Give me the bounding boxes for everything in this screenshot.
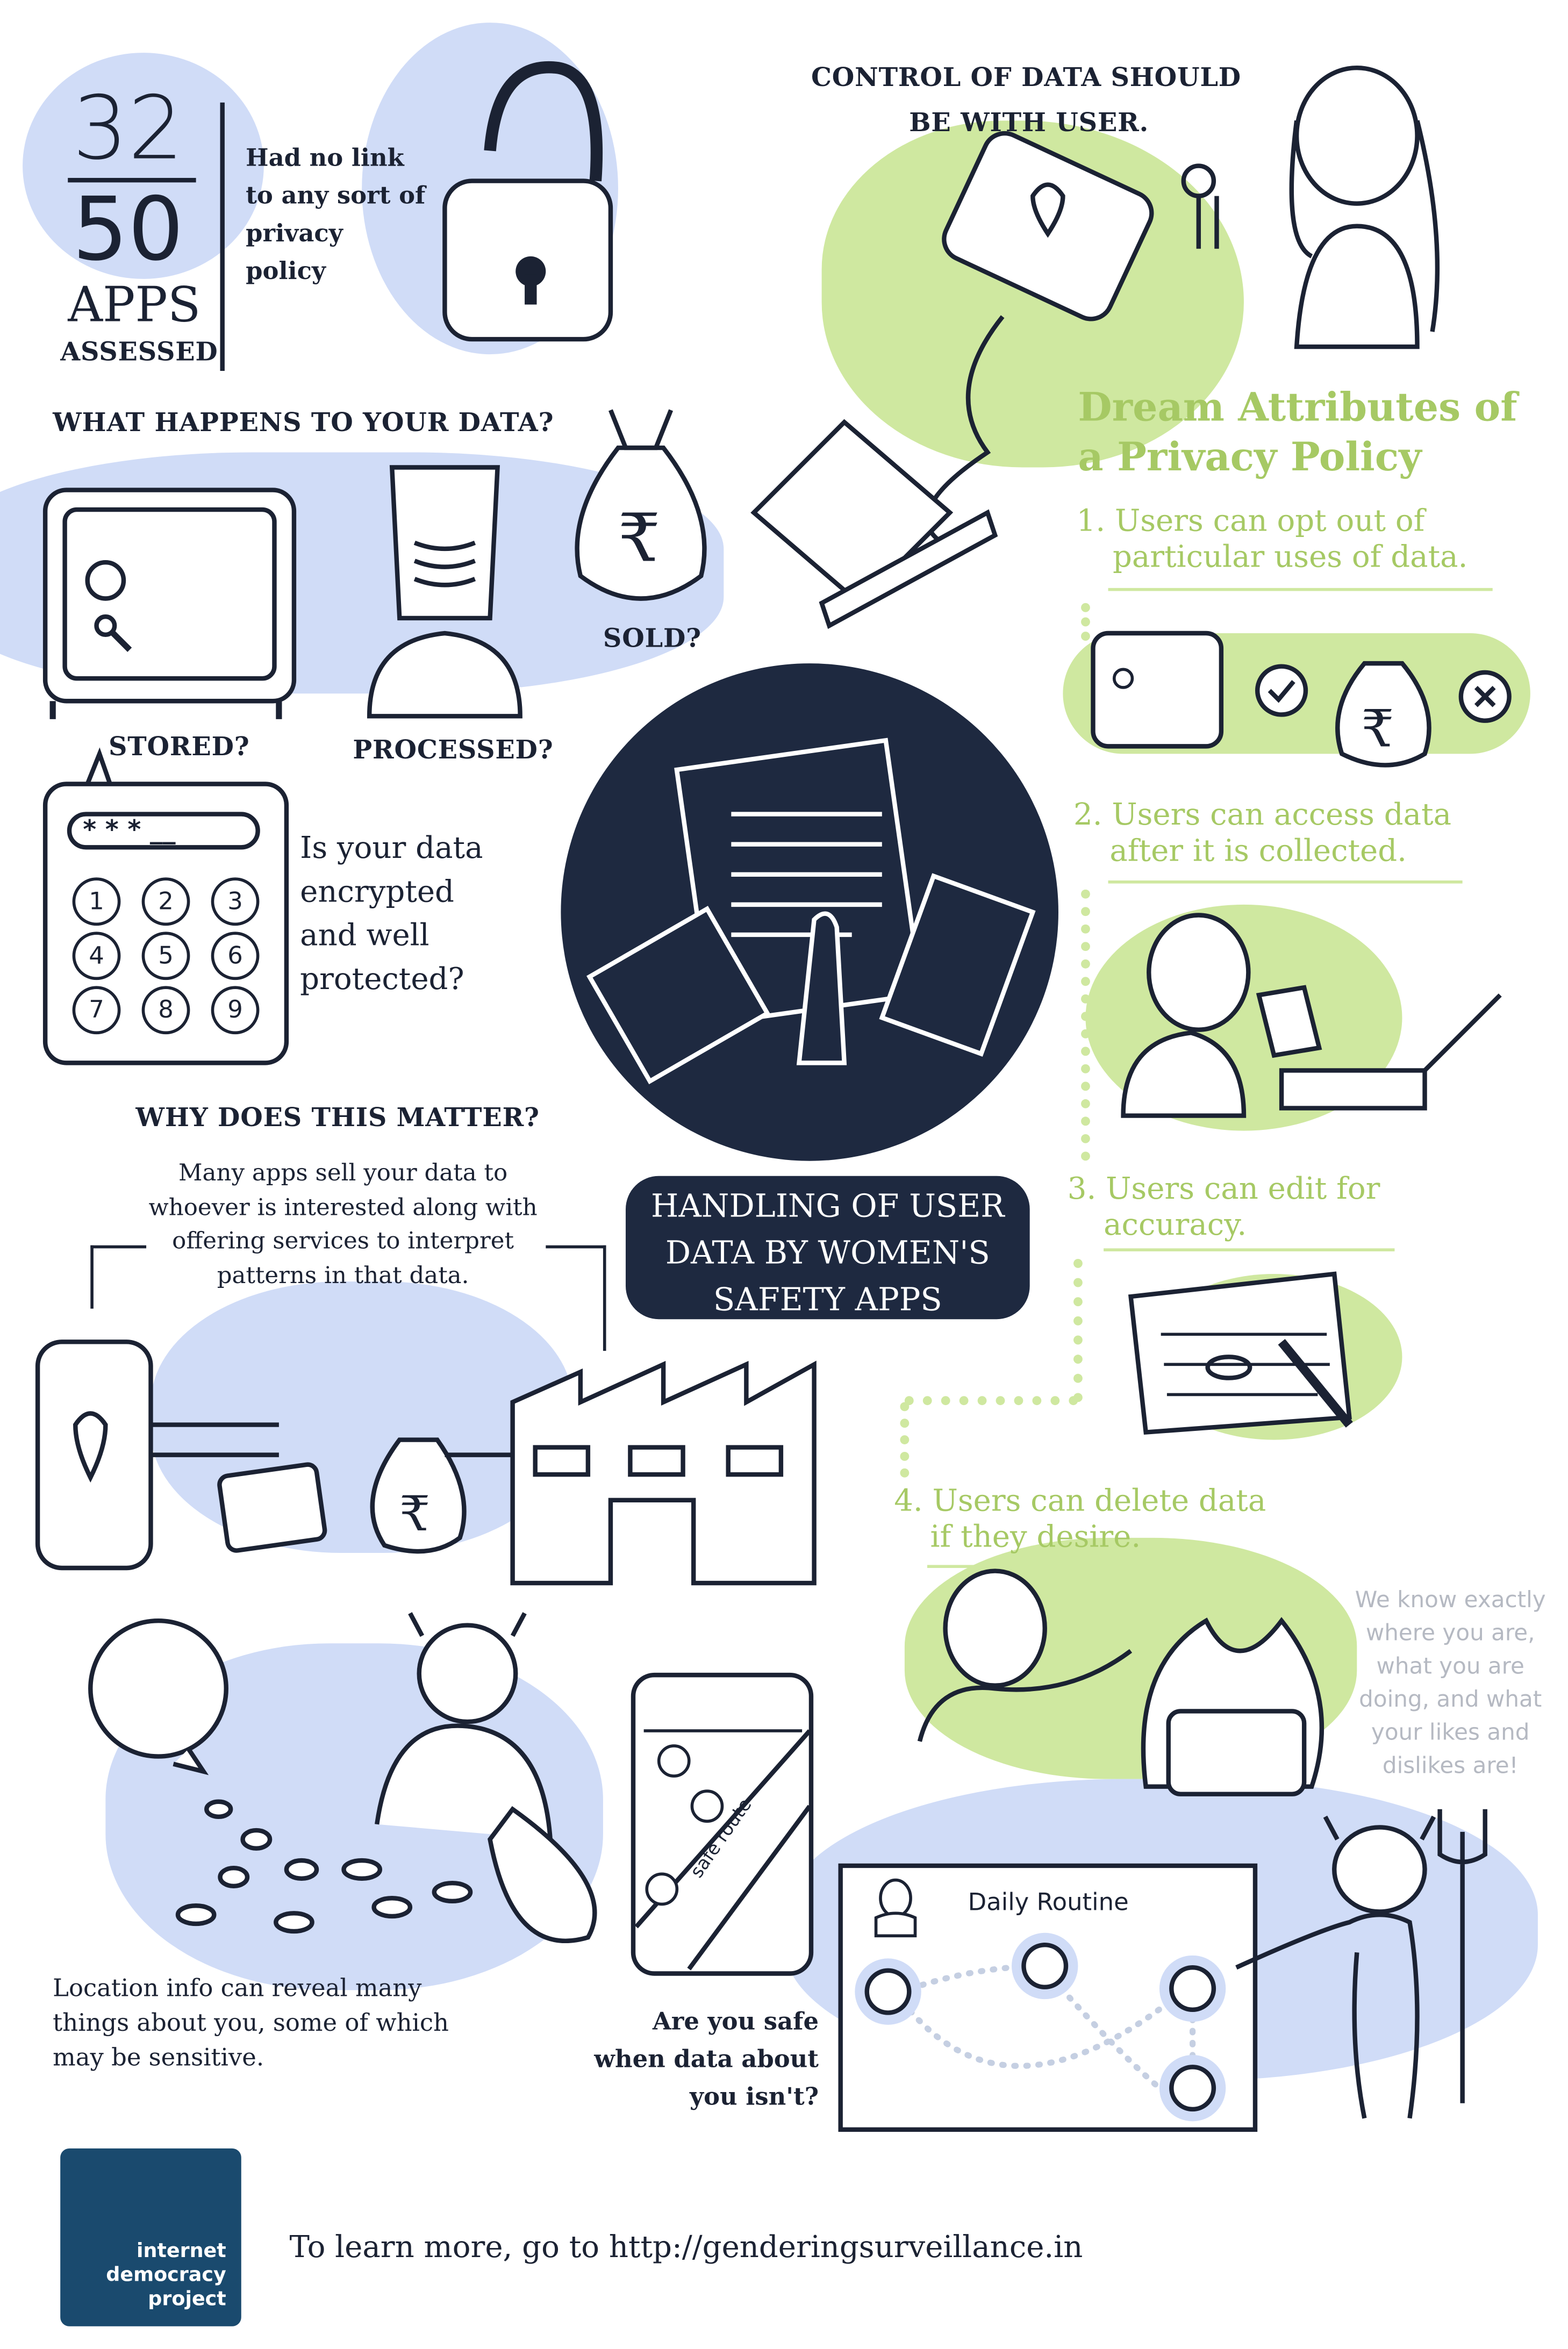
dotted-connector	[900, 1402, 910, 1478]
underline	[1108, 880, 1463, 884]
dream-item-1: 1. Users can opt out of particular uses …	[1077, 502, 1468, 575]
phone-and-laptop-illustration	[750, 131, 1219, 629]
assessed-label: ASSESSED	[60, 338, 218, 368]
learn-more-link[interactable]: To learn more, go to http://genderingsur…	[289, 2228, 1083, 2265]
stat-denominator: 50	[72, 177, 184, 281]
dream-item-3-line2: accuracy.	[1104, 1206, 1247, 1243]
dotted-connector	[1081, 603, 1090, 641]
devil-pointing-illustration	[1235, 1809, 1487, 2119]
apps-label: APPS	[68, 276, 201, 333]
control-title-line2: BE WITH USER.	[909, 108, 1149, 139]
routine-path-illustration	[855, 1878, 1226, 2122]
underline	[927, 1565, 1282, 1568]
encryption-question: Is your data encrypted and well protecte…	[300, 829, 483, 997]
keypad-key-6[interactable]: 6	[211, 932, 260, 980]
woman-holding-keys-illustration	[1289, 66, 1440, 349]
sold-label: SOLD?	[603, 624, 701, 655]
processed-label: PROCESSED?	[353, 735, 554, 766]
center-title-line3: SAFETY APPS	[713, 1281, 942, 1318]
devil-quote: We know exactly where you are, what you …	[1355, 1586, 1546, 1779]
why-text: Many apps sell your data to whoever is i…	[148, 1159, 538, 1288]
center-title-line1: HANDLING OF USER	[651, 1188, 1005, 1224]
keypad-key-5[interactable]: 5	[141, 932, 190, 980]
dream-item-2-line2: after it is collected.	[1109, 832, 1407, 869]
center-title: HANDLING OF USER DATA BY WOMEN'S SAFETY …	[626, 1184, 1030, 1324]
dotted-connector	[1081, 889, 1090, 1161]
padlock-icon	[442, 61, 613, 342]
stat-description: Had no link to any sort of privacy polic…	[246, 143, 426, 285]
stored-label: STORED?	[108, 733, 250, 763]
dream-title-line1: Dream Attributes of	[1078, 386, 1517, 432]
keypad-key-8[interactable]: 8	[141, 986, 190, 1035]
logo-line3: project	[148, 2288, 226, 2311]
center-title-box	[625, 1176, 1030, 1320]
dream-item-2: 2. Users can access data after it is col…	[1073, 796, 1451, 869]
safe-question-line1: Are you safe	[652, 2007, 819, 2036]
divider	[220, 102, 225, 371]
safe-question: Are you safe when data about you isn't?	[558, 2002, 819, 2115]
why-title: WHY DOES THIS MATTER?	[135, 1104, 540, 1134]
bracket	[546, 1245, 606, 1351]
what-happens-title: WHAT HAPPENS TO YOUR DATA?	[53, 409, 554, 439]
dream-item-1-line1: 1. Users can opt out of	[1076, 502, 1425, 539]
svg-text:₹: ₹	[1362, 699, 1394, 758]
center-title-line2: DATA BY WOMEN'S	[665, 1235, 990, 1271]
dream-title-line2: a Privacy Policy	[1078, 435, 1422, 481]
bracket	[90, 1245, 147, 1309]
woman-burning-data-illustration	[917, 1569, 1324, 1796]
logo-line2: democracy	[106, 2264, 226, 2287]
data-selling-illustration: ₹	[35, 1340, 817, 1586]
daily-routine-title: Daily Routine	[968, 1887, 1129, 1916]
devil-stealing-data-illustration	[88, 1612, 597, 1944]
dream-item-4: 4. Users can delete data if they desire.	[894, 1482, 1266, 1555]
svg-text:₹: ₹	[618, 499, 661, 577]
idp-logo-text: internet democracy project	[60, 2240, 226, 2313]
dotted-connector	[1073, 1259, 1083, 1402]
control-title-line1: CONTROL OF DATA SHOULD	[811, 63, 1242, 94]
logo-line1: internet	[136, 2240, 226, 2264]
keypad-key-1[interactable]: 1	[72, 877, 121, 926]
keypad-key-3[interactable]: 3	[211, 877, 260, 926]
dotted-connector	[904, 1396, 1078, 1406]
keypad-key-7[interactable]: 7	[72, 986, 121, 1035]
idp-logo[interactable]	[60, 2148, 241, 2326]
keypad-key-9[interactable]: 9	[211, 986, 260, 1035]
underline	[1104, 1248, 1395, 1251]
fraction-bar	[68, 177, 196, 183]
editing-document-illustration	[1128, 1271, 1353, 1435]
safe-route-phone-illustration	[631, 1672, 814, 1976]
dream-item-3: 3. Users can edit for accuracy.	[1068, 1170, 1380, 1243]
keypad-key-4[interactable]: 4	[72, 932, 121, 980]
dream-item-1-line2: particular uses of data.	[1112, 538, 1468, 575]
location-pin-icon	[855, 1932, 1226, 2122]
dream-item-4-line2: if they desire.	[930, 1518, 1141, 1555]
dream-item-4-line1: 4. Users can delete data	[894, 1482, 1266, 1519]
processing-figure-icon	[367, 465, 522, 719]
dream-item-2-line1: 2. Users can access data	[1073, 796, 1452, 833]
location-text: Location info can reveal many things abo…	[53, 1973, 449, 2072]
documents-illustration	[586, 737, 1036, 1085]
woman-reading-data-illustration	[1121, 913, 1502, 1118]
underline	[1108, 588, 1493, 591]
money-bag-icon: ₹	[575, 409, 707, 601]
safe-question-line3: you isn't?	[690, 2082, 819, 2111]
safe-question-line2: when data about	[594, 2044, 819, 2073]
dream-title: Dream Attributes of a Privacy Policy	[1078, 384, 1517, 484]
password-display: * * * __	[83, 815, 176, 846]
stat-numerator: 32	[72, 77, 184, 180]
keypad-key-2[interactable]: 2	[141, 877, 190, 926]
svg-text:₹: ₹	[399, 1486, 430, 1542]
safe-icon	[42, 488, 297, 719]
dream-item-3-line1: 3. Users can edit for	[1067, 1170, 1380, 1206]
opt-out-illustration: ₹	[1091, 631, 1512, 768]
